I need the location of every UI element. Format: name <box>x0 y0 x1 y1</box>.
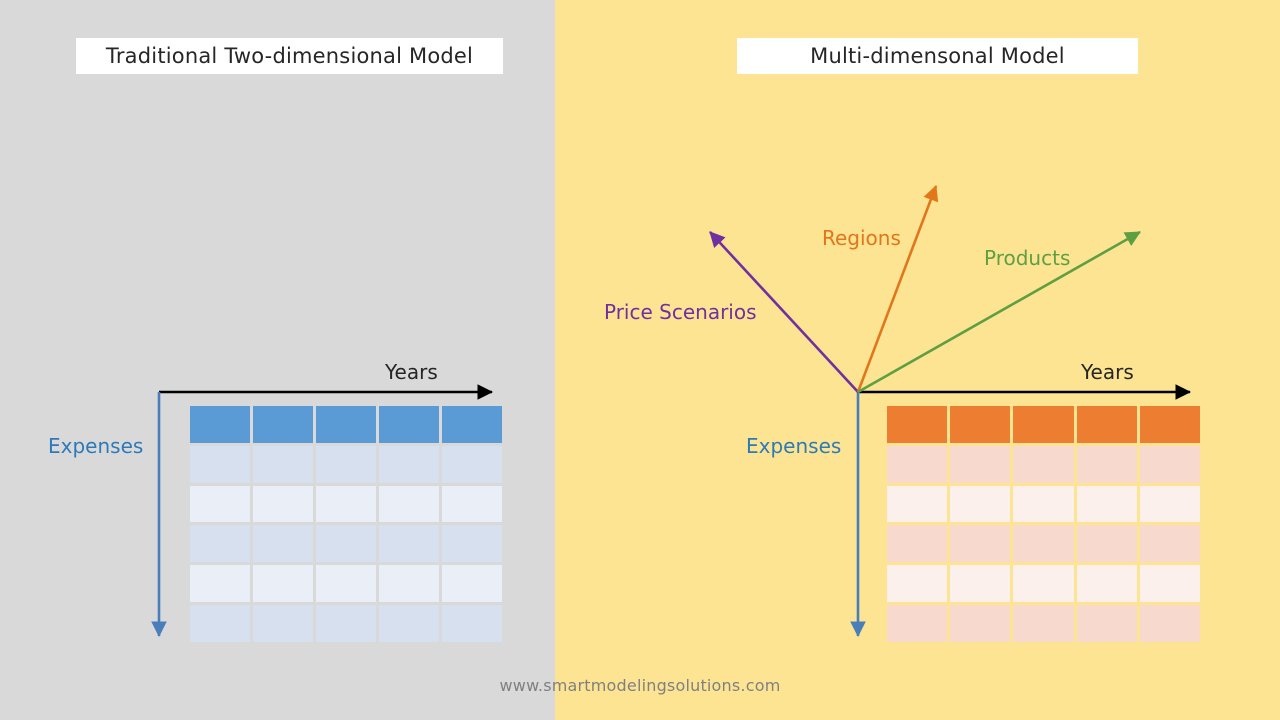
right-table-header-cell <box>887 406 948 443</box>
left-years-label: Years <box>385 360 438 384</box>
dimension-label-products: Products <box>984 246 1071 270</box>
left-table-data-cell <box>379 485 439 523</box>
left-table-data-cell <box>253 605 313 642</box>
right-table-data-cell <box>1013 445 1074 483</box>
left-table-data-cell <box>379 605 439 642</box>
left-table-data-cell <box>190 485 250 523</box>
right-table-data-cell <box>1076 565 1137 603</box>
right-table-data-cell <box>887 445 948 483</box>
right-table-data-cell <box>887 485 948 523</box>
right-table-data-cell <box>887 525 948 563</box>
right-table-data-cell <box>1139 565 1200 603</box>
left-table-data-cell <box>316 525 376 563</box>
right-table-data-cell <box>1013 485 1074 523</box>
right-table-data-cell <box>950 605 1011 642</box>
right-table-header-cell <box>950 406 1011 443</box>
left-table-data-cell <box>316 605 376 642</box>
left-table-data-cell <box>379 525 439 563</box>
right-table-data-cell <box>950 445 1011 483</box>
left-table-data-cell <box>442 525 502 563</box>
dimension-label-price-scenarios: Price Scenarios <box>604 300 757 324</box>
right-table-data-cell <box>1139 485 1200 523</box>
footer-website-text: www.smartmodelingsolutions.com <box>499 676 781 695</box>
left-table-header-cell <box>316 406 376 443</box>
right-table-data-cell <box>887 565 948 603</box>
right-years-label: Years <box>1081 360 1134 384</box>
right-table-data-cell <box>1013 565 1074 603</box>
right-table-data-cell <box>950 565 1011 603</box>
left-table-data-cell <box>316 485 376 523</box>
left-expenses-label: Expenses <box>48 434 144 458</box>
right-table-data-cell <box>1076 525 1137 563</box>
left-table-header-cell <box>442 406 502 443</box>
right-table-data-cell <box>1139 525 1200 563</box>
left-table-data-cell <box>442 565 502 603</box>
right-table-data-cell <box>1013 525 1074 563</box>
right-expenses-label: Expenses <box>746 434 842 458</box>
right-table-data-cell <box>1076 485 1137 523</box>
left-table-data-cell <box>190 525 250 563</box>
left-table-header-cell <box>190 406 250 443</box>
right-table-data-cell <box>950 525 1011 563</box>
right-panel-title: Multi-dimensonal Model <box>737 38 1138 74</box>
left-table-data-cell <box>190 445 250 483</box>
right-table-data-cell <box>1139 445 1200 483</box>
left-table-header-cell <box>253 406 313 443</box>
right-table-header-cell <box>1076 406 1137 443</box>
right-data-table <box>887 406 1200 642</box>
left-table-data-cell <box>379 565 439 603</box>
right-table-data-cell <box>950 485 1011 523</box>
left-table-data-cell <box>442 445 502 483</box>
dimension-label-regions: Regions <box>822 226 901 250</box>
left-panel-title: Traditional Two-dimensional Model <box>76 38 503 74</box>
left-data-table <box>190 406 502 642</box>
left-table-header-cell <box>379 406 439 443</box>
right-table-data-cell <box>887 605 948 642</box>
right-table-data-cell <box>1076 605 1137 642</box>
left-table-data-cell <box>190 605 250 642</box>
right-table-data-cell <box>1139 605 1200 642</box>
left-table-data-cell <box>442 485 502 523</box>
left-table-data-cell <box>253 445 313 483</box>
left-table-data-cell <box>379 445 439 483</box>
right-table-data-cell <box>1013 605 1074 642</box>
right-table-data-cell <box>1076 445 1137 483</box>
right-table-header-cell <box>1013 406 1074 443</box>
left-table-data-cell <box>253 485 313 523</box>
left-table-data-cell <box>442 605 502 642</box>
left-table-data-cell <box>253 565 313 603</box>
left-table-data-cell <box>316 445 376 483</box>
left-table-data-cell <box>253 525 313 563</box>
left-table-data-cell <box>316 565 376 603</box>
left-table-data-cell <box>190 565 250 603</box>
right-table-header-cell <box>1139 406 1200 443</box>
